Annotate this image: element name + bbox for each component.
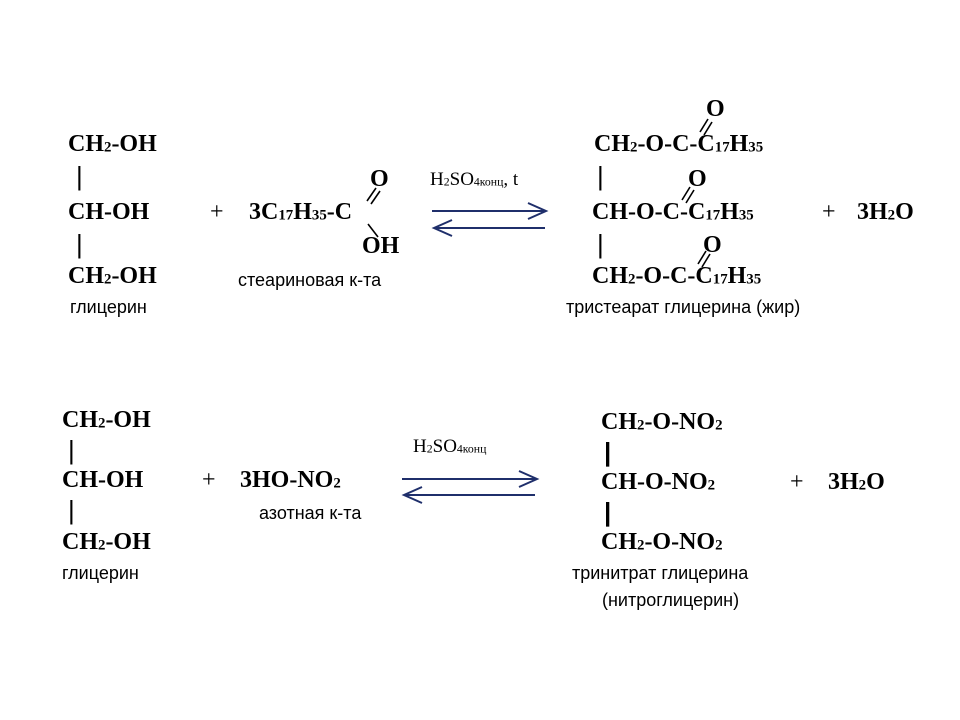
product-carbonyl-O-2: O — [688, 166, 707, 192]
product-bond-1: | — [597, 161, 604, 191]
equilibrium-arrow-2 — [401, 470, 540, 504]
equilibrium-arrow-1 — [431, 202, 549, 237]
product-double-bond-2 — [681, 186, 691, 201]
glycerol-row-3: CH2-OH — [68, 263, 157, 289]
acid-single-bond — [367, 223, 379, 238]
plus-sign-3: + — [202, 467, 216, 493]
nitro-row-3: CH2-O-NO2 — [601, 529, 723, 555]
catalyst-label: H2SO4конц, t — [430, 169, 519, 190]
product-double-bond-3 — [701, 253, 711, 268]
glycerol2-bond-1: | — [68, 435, 75, 465]
glycerol2-row-3: CH2-OH — [62, 529, 151, 555]
acid-carbonyl-O: O — [370, 166, 389, 192]
water2-formula: 3H2O — [828, 469, 885, 495]
nitroglycerin-name-2: (нитроглицерин) — [602, 590, 740, 610]
acid-double-bond — [366, 187, 377, 202]
glycerol2-row-1: CH2-OH — [62, 407, 151, 433]
glycerol2-name: глицерин — [62, 563, 139, 583]
glycerol2-bond-2: | — [68, 495, 75, 525]
product-carbonyl-O-3: O — [703, 232, 722, 258]
plus-sign-4: + — [790, 469, 804, 495]
product-carbonyl-O-1: O — [706, 96, 725, 122]
product-double-bond-3 — [697, 250, 707, 265]
product-double-bond-2 — [685, 189, 695, 204]
acid-hydroxyl-OH: OH — [362, 233, 400, 259]
nitro-row-1: CH2-O-NO2 — [601, 409, 723, 435]
glycerol-row-1: CH2-OH — [68, 131, 157, 157]
water-formula: 3H2O — [857, 199, 914, 225]
glycerol2-row-2: CH-OH — [62, 467, 144, 493]
glycerol-bond-1: | — [76, 161, 83, 191]
product-row-2: CH-O-C-C17H35 — [592, 199, 754, 225]
product-double-bond-1 — [699, 118, 709, 133]
glycerol-name: глицерин — [70, 297, 147, 317]
product-row-1: CH2-O-C-C17H35 — [594, 131, 764, 157]
stearic-acid-name: стеариновая к-та — [238, 270, 382, 290]
acid-double-bond — [370, 190, 381, 205]
plus-sign-2: + — [822, 199, 836, 225]
nitroglycerin-name-1: тринитрат глицерина — [572, 563, 749, 583]
product-double-bond-1 — [703, 121, 713, 136]
catalyst2-label: H2SO4конц — [413, 436, 487, 457]
nitro-row-2: CH-O-NO2 — [601, 469, 716, 495]
tristearin-name: тристеарат глицерина (жир) — [566, 297, 801, 317]
nitric-acid-formula: 3HO-NO2 — [240, 467, 341, 493]
stearic-acid-formula: 3C17H35-C — [249, 199, 353, 225]
glycerol-bond-2: | — [76, 229, 83, 259]
product-row-3: CH2-O-C-C17H35 — [592, 263, 762, 289]
plus-sign: + — [210, 199, 224, 225]
nitric-acid-name: азотная к-та — [259, 503, 362, 523]
nitro-bond-2: | — [604, 497, 612, 527]
glycerol-row-2: CH-OH — [68, 199, 150, 225]
product-bond-2: | — [597, 229, 604, 259]
nitro-bond-1: | — [604, 437, 612, 467]
